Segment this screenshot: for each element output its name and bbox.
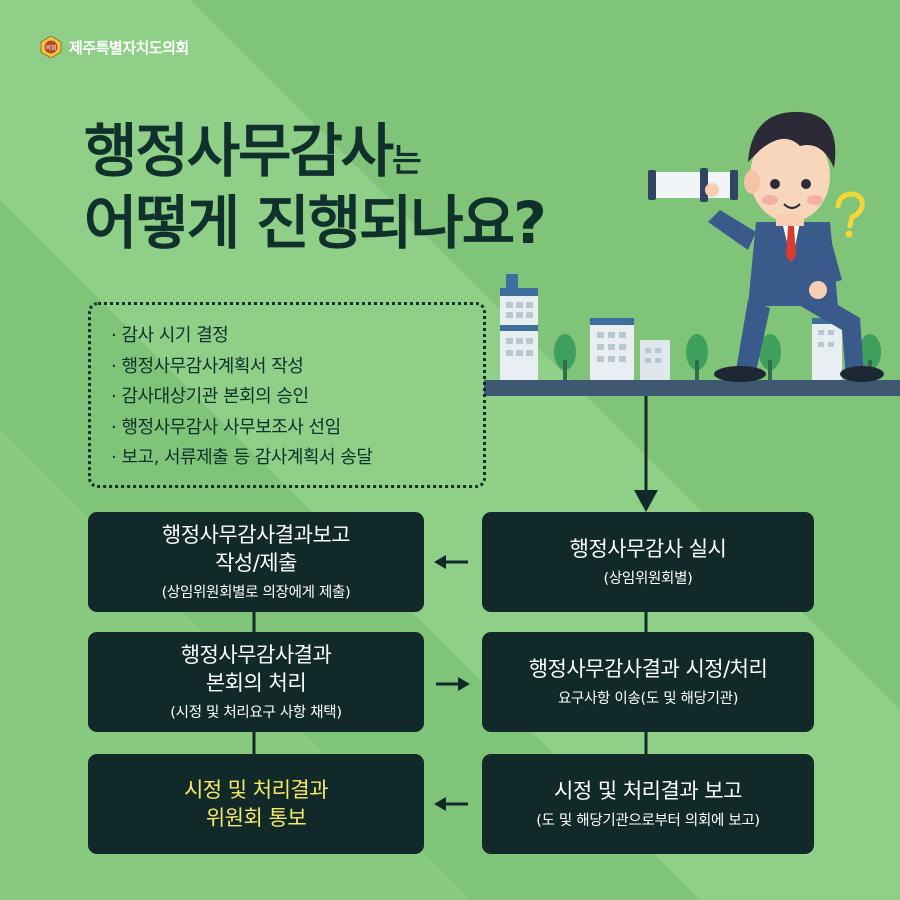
step-title: 본회의 처리 [205,671,307,695]
step-title: 행정사무감사결과 시정/처리 [528,657,768,681]
step-note: (시정 및 처리요구 사항 채택) [170,705,342,721]
checklist-item: · 행정사무감사계획서 작성 [111,355,304,377]
checklist-item: · 보고, 서류제출 등 감사계획서 송달 [111,447,373,468]
step-note: 요구사항 이송(도 및 해당기관) [557,691,739,707]
svg-text:의회: 의회 [45,44,56,52]
organization-name: 제주특별자치도의회 [69,38,189,57]
step-title: 행정사무감사 실시 [569,537,727,561]
step-result-report-back-box: 시정 및 처리결과 보고 (도 및 해당기관으로부터 의회에 보고) [482,754,814,854]
organization-header: 의회 제주특별자치도의회 [40,36,189,58]
title-suffix: 는 [392,141,421,179]
checklist-item: · 감사 시기 결정 [111,325,229,346]
step-correction-request-box: 행정사무감사결과 시정/처리 요구사항 이송(도 및 해당기관) [482,632,814,732]
checklist-item: · 행정사무감사 사무보조사 선임 [111,416,341,438]
step-plenary-processing-box: 행정사무감사결과 본회의 처리 (시정 및 처리요구 사항 채택) [88,632,424,732]
step-title: 위원회 통보 [205,806,307,830]
council-emblem-icon: 의회 [40,36,62,58]
step-conduct-audit-box: 행정사무감사 실시 (상임위원회별) [482,512,814,612]
checklist-item: · 감사대상기관 본회의 승인 [111,386,309,407]
page-title-line-1: 행정사무감사는 [84,122,422,180]
step-note: (상임위원회별로 의장에게 제출) [161,585,351,601]
title-main: 행정사무감사 [84,117,394,185]
page-title-line-2: 어떻게 진행되나요? [84,189,547,257]
step-title: 행정사무감사결과 [180,643,332,667]
step-title: 시정 및 처리결과 [183,778,329,802]
step-title: 행정사무감사결과보고 [161,523,351,547]
step-result-report-box: 행정사무감사결과보고 작성/제출 (상임위원회별로 의장에게 제출) [88,512,424,612]
step-committee-notification-box: 시정 및 처리결과 위원회 통보 [88,754,424,854]
step-note: (도 및 해당기관으로부터 의회에 보고) [536,813,760,829]
tree-icons [554,334,881,380]
step-title: 작성/제출 [215,551,297,575]
question-mark-icon [835,191,865,238]
step-title: 시정 및 처리결과 보고 [554,779,742,803]
man-with-telescope-icon [648,111,884,382]
ground-line [484,380,900,396]
step-note: (상임위원회별) [603,571,693,587]
preparation-checklist: · 감사 시기 결정 · 행정사무감사계획서 작성 · 감사대상기관 본회의 승… [88,302,486,488]
